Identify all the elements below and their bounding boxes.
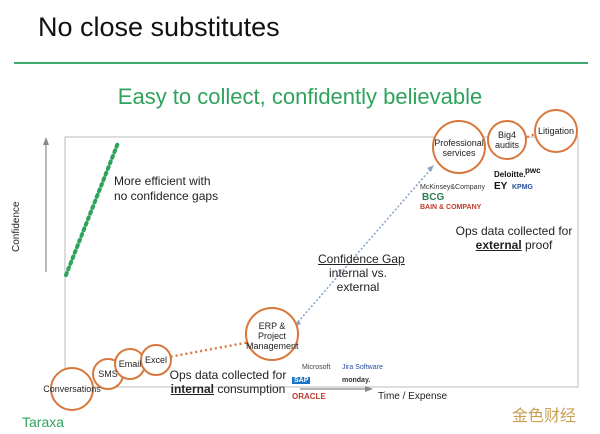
logo-microsoft: Microsoft bbox=[302, 364, 331, 371]
stage-erp-line2: Project bbox=[257, 331, 286, 341]
confidence-gap-line1: internal vs. bbox=[328, 266, 388, 280]
stage-big4-line2: audits bbox=[494, 140, 520, 150]
x-axis-label: Time / Expense bbox=[378, 391, 448, 402]
stage-circle-big4 bbox=[487, 120, 527, 160]
external-note-line2: external proof bbox=[454, 238, 574, 252]
stage-big4-line1: Big4 bbox=[497, 130, 516, 140]
stage-conversations: Conversations bbox=[43, 384, 101, 394]
logo-jira: Jira Software bbox=[342, 364, 383, 371]
stage-professional-line2: services bbox=[442, 148, 476, 158]
x-axis-arrowhead bbox=[365, 386, 373, 392]
brand-logo: Taraxa bbox=[22, 414, 65, 430]
internal-suffix: consumption bbox=[213, 382, 286, 396]
stage-circle-excel bbox=[140, 344, 172, 376]
stage-circle-professional bbox=[432, 120, 486, 174]
stage-professional-line1: Professional bbox=[434, 138, 484, 148]
efficient-frontier-line bbox=[64, 141, 120, 277]
stage-erp-line3: Management bbox=[246, 341, 299, 351]
internal-note-line1: Ops data collected for bbox=[169, 368, 287, 382]
chart-frame bbox=[64, 136, 579, 388]
efficient-note-line2: no confidence gaps bbox=[114, 189, 219, 203]
external-suffix: proof bbox=[521, 238, 553, 252]
confidence-gap-title: Confidence Gap bbox=[318, 252, 405, 266]
internal-note-line2: internal consumption bbox=[168, 382, 288, 396]
stage-circle-erp bbox=[245, 307, 299, 361]
gap-arrowhead-high bbox=[427, 165, 434, 172]
logo-bain: BAIN & COMPANY bbox=[420, 204, 482, 211]
title-divider bbox=[14, 62, 588, 64]
logo-bcg: BCG bbox=[422, 192, 445, 203]
confidence-gap-line bbox=[297, 169, 431, 323]
stage-litigation: Litigation bbox=[537, 126, 575, 136]
y-axis-arrowhead bbox=[43, 137, 49, 145]
logo-kpmg: KPMG bbox=[512, 184, 533, 191]
slide-title: No close substitutes bbox=[38, 12, 280, 42]
stage-circle-litigation bbox=[534, 109, 578, 153]
stage-circle-conversations bbox=[50, 367, 94, 411]
confidence-gap-title-text: Confidence Gap bbox=[318, 252, 405, 266]
logo-sap: SAP bbox=[292, 377, 311, 384]
logo-monday: monday. bbox=[342, 377, 371, 384]
confidence-gap-line2: external bbox=[336, 280, 380, 294]
external-note-line1: Ops data collected for bbox=[455, 224, 573, 238]
stage-excel: Excel bbox=[144, 355, 167, 365]
stage-email: Email bbox=[118, 359, 142, 369]
stage-erp-line1: ERP & bbox=[258, 321, 286, 331]
y-axis-label: Confidence bbox=[11, 201, 22, 252]
logo-ey: EY bbox=[494, 181, 508, 192]
slide-subtitle: Easy to collect, confidently believable bbox=[117, 84, 483, 109]
logo-oracle: ORACLE bbox=[292, 392, 326, 401]
stage-sms: SMS bbox=[98, 369, 118, 379]
efficient-note-line1: More efficient with bbox=[114, 174, 211, 188]
logo-pwc: pwc bbox=[525, 166, 541, 175]
logo-deloitte: Deloitte. bbox=[494, 170, 526, 179]
watermark: 金色财经 bbox=[511, 408, 576, 425]
external-emphasis: external bbox=[475, 238, 522, 252]
logo-mckinsey: McKinsey&Company bbox=[420, 184, 485, 191]
internal-emphasis: internal bbox=[170, 382, 214, 396]
